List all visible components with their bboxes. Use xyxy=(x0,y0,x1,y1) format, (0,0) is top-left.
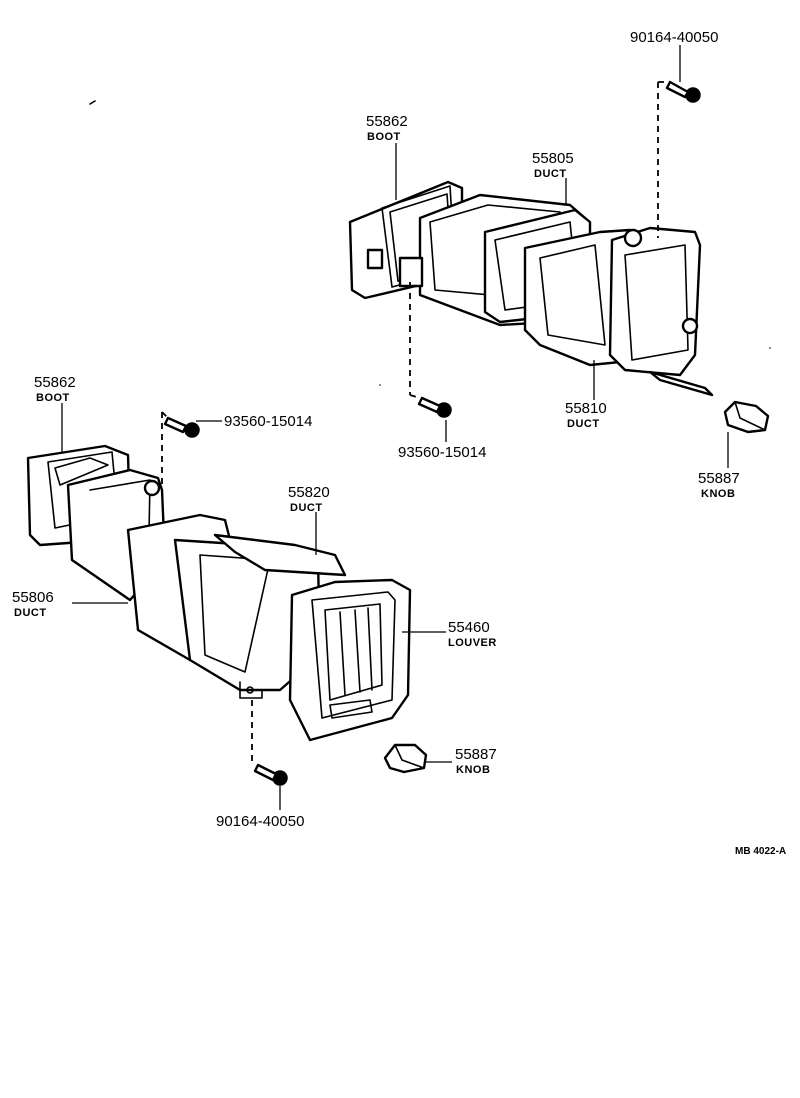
part-number: 55805 xyxy=(532,150,574,167)
part-name: KNOB xyxy=(701,488,735,500)
label-duct-55806: 55806 DUCT xyxy=(12,589,54,619)
part-name: BOOT xyxy=(36,392,70,404)
label-duct-55810: 55810 DUCT xyxy=(565,400,607,430)
label-bolt-bottom: 90164-40050 xyxy=(216,813,304,830)
label-duct-55820: 55820 DUCT xyxy=(288,484,330,514)
part-name: KNOB xyxy=(456,764,490,776)
upper-assembly xyxy=(348,80,770,434)
part-name: DUCT xyxy=(534,168,567,180)
print-mark xyxy=(769,347,771,349)
label-screw-mid: 93560-15014 xyxy=(398,444,486,461)
part-number: 90164-40050 xyxy=(630,29,718,46)
part-number: 55862 xyxy=(366,113,408,130)
knob-lower-shape xyxy=(383,743,428,774)
part-number: 55820 xyxy=(288,484,330,501)
label-duct-55805: 55805 DUCT xyxy=(532,150,574,180)
part-number: 93560-15014 xyxy=(224,413,312,430)
duct-55820-shape xyxy=(126,513,347,699)
label-boot-lower: 55862 BOOT xyxy=(34,374,76,404)
label-louver: 55460 LOUVER xyxy=(448,619,497,649)
part-number: 55887 xyxy=(698,470,740,487)
part-number: 90164-40050 xyxy=(216,813,304,830)
part-name: LOUVER xyxy=(448,637,497,649)
knob-upper-shape xyxy=(723,400,770,434)
lower-assembly xyxy=(26,411,428,786)
print-mark xyxy=(379,384,381,386)
part-number: 55862 xyxy=(34,374,76,391)
part-number: 55460 xyxy=(448,619,490,636)
label-bolt-top-right: 90164-40050 xyxy=(630,29,718,46)
part-name: BOOT xyxy=(367,131,401,143)
drawing-code: MB 4022-A xyxy=(735,846,786,857)
part-number: 55810 xyxy=(565,400,607,417)
screw-mid-shape xyxy=(417,396,452,418)
label-knob-lower: 55887 KNOB xyxy=(455,746,497,776)
screw-left-shape xyxy=(163,416,200,438)
label-boot-upper: 55862 BOOT xyxy=(366,113,408,143)
part-name: DUCT xyxy=(290,502,323,514)
part-name: DUCT xyxy=(14,607,47,619)
part-number: 93560-15014 xyxy=(398,444,486,461)
bolt-bottom-shape xyxy=(253,763,288,786)
label-screw-left: 93560-15014 xyxy=(224,413,312,430)
bolt-top-right-shape xyxy=(665,80,701,103)
duct-55810-shape xyxy=(523,226,714,397)
print-mark xyxy=(89,100,96,105)
part-name: DUCT xyxy=(567,418,600,430)
label-knob-upper: 55887 KNOB xyxy=(698,470,740,500)
louver-shape xyxy=(288,578,412,742)
leader-lines xyxy=(61,45,729,810)
part-number: 55806 xyxy=(12,589,54,606)
part-number: 55887 xyxy=(455,746,497,763)
